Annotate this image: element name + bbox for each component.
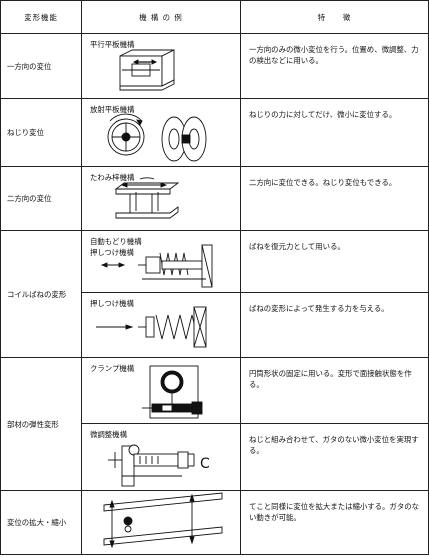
example-cell [81, 490, 241, 555]
description-cell: 二方向に変位できる。ねじり変位もできる。 [240, 166, 429, 231]
description-cell: てこと同様に変位を拡大または縮小する。ガタのない動きが可能。 [240, 490, 429, 555]
table-row: 二方向の変位 たわみ梓機構 二方向に変位できる。ねじり [0, 166, 429, 231]
description-cell: 円筒形状の固定に用いる。変形で面接触状態を作る。 [240, 357, 429, 424]
radial-plate-figure [107, 113, 207, 162]
description-cell: ねじりの力に対してだけ、微小に変位する。 [240, 98, 429, 167]
example-cell: 押しつけ機構 [81, 292, 241, 358]
description-cell: 一方向のみの微小変位を行う。位置め、微調整、力の検出などに用いる。 [240, 33, 429, 99]
header-example: 機 構 の 例 [81, 0, 241, 34]
description-cell: ばねの変形によって発生する力を与える。 [240, 292, 429, 358]
function-cell: 部材の弾性変形 [0, 357, 82, 491]
table-row: 一方向の変位 平行平板機構 一方向のみの微小変位を行う。位置め、微調整、力の検出… [0, 33, 429, 99]
example-cell: 平行平板機構 [81, 33, 241, 99]
example-cell: 放射平板機構 [81, 98, 241, 167]
table-row: 部材の弾性変形 クランプ機構 円筒形状の固定に用いる。変形で面接触状態を作る。 [0, 357, 429, 491]
example-cell: クランプ機構 [81, 357, 241, 424]
function-cell: 二方向の変位 [0, 166, 82, 231]
clamp-figure [142, 365, 203, 419]
function-cell: ねじり変位 [0, 98, 82, 167]
table-row: 変位の拡大・縮小 てこと同様に変位を拡大または縮小する。ガタのない動きが可能。 [0, 490, 429, 555]
auto-return-figure [100, 244, 213, 288]
header-feature: 特 徴 [240, 0, 429, 34]
table-row: 微調整機構 C ねじと組み合わせて、ガ [1, 423, 429, 491]
function-cell: 変位の拡大・縮小 [0, 490, 82, 555]
fine-adjust-figure: C [108, 444, 210, 487]
function-cell: コイルばねの変形 [0, 230, 82, 358]
table-row: コイルばねの変形 自動もどり機構押しつけ機構 ばねを復元力として用いる。 [0, 230, 429, 358]
c-mark: C [200, 456, 210, 472]
header-function: 変形機能 [0, 0, 82, 34]
example-label: 平行平板機構 [90, 40, 135, 49]
table-row: ねじり変位 放射平板機構 ねじり [0, 98, 429, 167]
press-spring-figure [96, 306, 207, 348]
example-label: 自動もどり機構押しつけ機構 [90, 237, 142, 257]
example-label: 押しつけ機構 [90, 299, 134, 308]
lever-figure [103, 492, 223, 549]
example-label: 微調整機構 [90, 430, 127, 439]
example-label: クランプ機構 [90, 364, 135, 373]
description-cell: ねじと組み合わせて、ガタのない微小変位を実現する。 [240, 423, 429, 491]
example-cell: たわみ梓機構 [81, 166, 241, 231]
description-cell: ばねを復元力として用いる。 [240, 230, 429, 293]
example-cell: 微調整機構 C [81, 423, 241, 491]
example-cell: 自動もどり機構押しつけ機構 [81, 230, 241, 293]
header-row: 変形機能 機 構 の 例 特 徴 [0, 0, 429, 34]
example-label: たわみ梓機構 [90, 173, 135, 182]
example-label: 放射平板機構 [90, 105, 135, 114]
parallel-plate-figure [119, 49, 175, 91]
flexure-figure [114, 177, 180, 219]
function-cell: 一方向の変位 [0, 33, 82, 99]
